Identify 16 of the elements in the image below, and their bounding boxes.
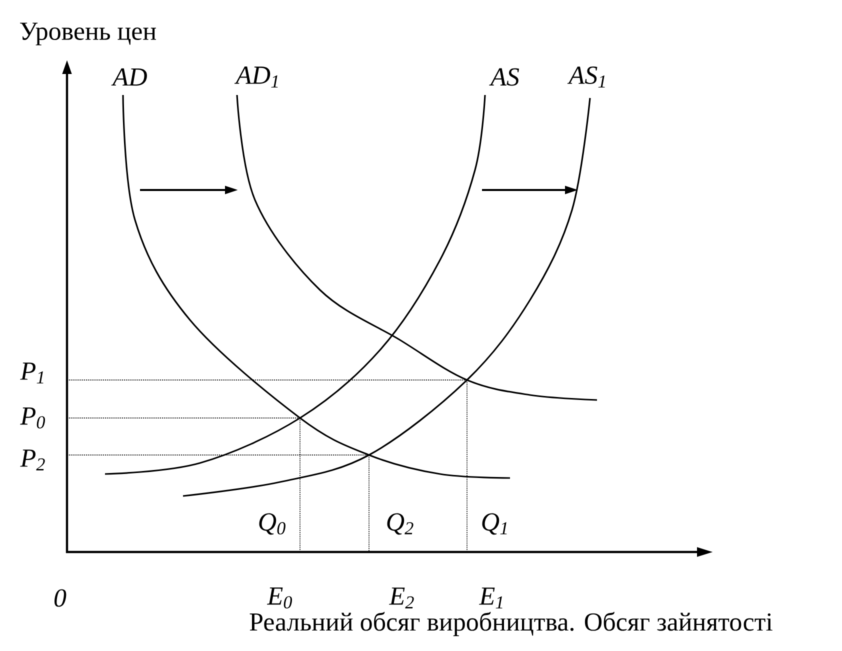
tick-label: P$_{2}$ bbox=[20, 450, 45, 470]
curve-label: AD bbox=[111, 68, 147, 86]
tick-label: E$_{1}$ bbox=[478, 588, 502, 608]
point-label: Q$_{1}$ bbox=[482, 513, 507, 535]
tick-label: P$_{0}$ bbox=[20, 408, 45, 428]
tick-label: E$_{2}$ bbox=[388, 588, 414, 608]
origin-label: 0 bbox=[54, 589, 66, 607]
point-label: Q$_{0}$ bbox=[259, 513, 286, 535]
axis-title: Уровень цен bbox=[20, 22, 156, 46]
curve-label: AS$_{1}$ bbox=[567, 66, 605, 88]
axis-title: Реальний обсяг виробництва. Обсяг зайнятості bbox=[250, 612, 772, 636]
tick-label: E$_{0}$ bbox=[266, 588, 292, 608]
curve-label: AD$_{1}$ bbox=[234, 66, 278, 88]
curve-label: AS bbox=[489, 68, 520, 86]
tick-label: P$_{1}$ bbox=[20, 362, 44, 384]
point-label: Q$_{2}$ bbox=[387, 513, 414, 535]
